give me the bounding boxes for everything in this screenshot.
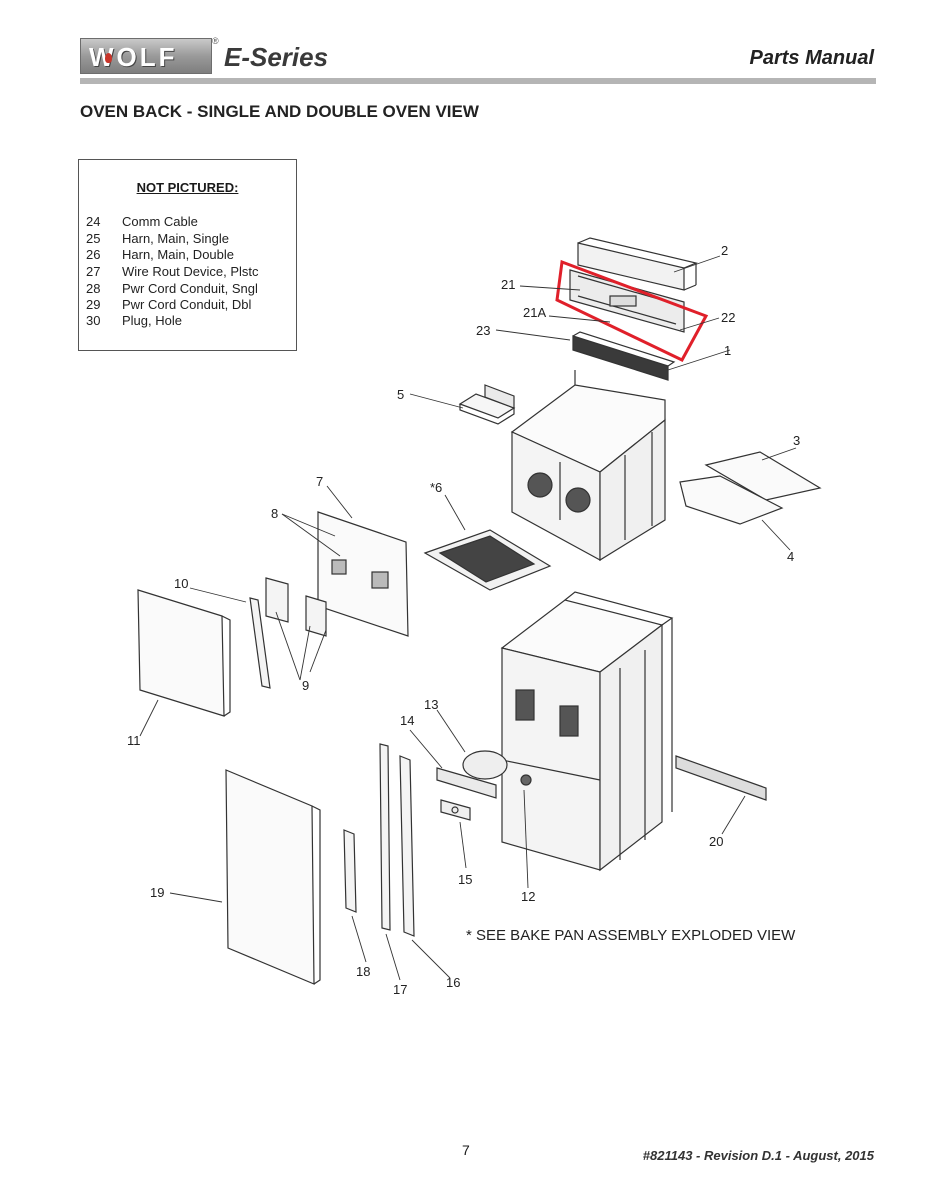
callout-9: 9 (302, 678, 310, 693)
part-1-vent (572, 331, 676, 381)
callout-4: 4 (787, 549, 795, 564)
page-title: OVEN BACK - SINGLE AND DOUBLE OVEN VIEW (80, 102, 479, 121)
header-rule (80, 78, 876, 84)
page-header: WOLF ® E-Series Parts Manual (0, 0, 926, 90)
part-18-strip (343, 829, 357, 913)
highlight-box (555, 259, 709, 362)
callout-15: 15 (458, 872, 473, 887)
part-4-panel (679, 475, 784, 525)
part-20-rail (675, 755, 767, 801)
part-19-panel (225, 769, 321, 985)
part-7-back-panel (317, 511, 409, 637)
wolf-logo: WOLF (80, 38, 212, 74)
part-6-bake-pan (423, 529, 552, 591)
callout-21: 21 (501, 277, 516, 292)
callout-11: 11 (127, 733, 141, 748)
callout-5: 5 (397, 387, 405, 402)
registered-mark: ® (212, 36, 219, 46)
footer-revision: #821143 - Revision D.1 - August, 2015 (642, 1148, 874, 1163)
callout-7: 7 (316, 474, 324, 489)
callout-21a: 21A (523, 305, 547, 320)
part-14-bracket (436, 767, 497, 799)
single-oven-body (510, 370, 666, 562)
doc-type: Parts Manual (749, 47, 874, 69)
callout-8: 8 (271, 506, 279, 521)
callout-10: 10 (174, 576, 189, 591)
part-13-blower (462, 750, 508, 780)
callout-6: *6 (430, 480, 443, 495)
callout-19: 19 (150, 885, 165, 900)
part-9-brackets (265, 577, 327, 637)
callout-16: 16 (446, 975, 461, 990)
part-5-box (458, 384, 516, 425)
callout-23: 23 (476, 323, 491, 338)
brand-name: WOLF (89, 42, 178, 72)
series-name: E-Series (224, 42, 329, 72)
callout-20: 20 (709, 834, 724, 849)
part-3-panel (704, 451, 822, 501)
double-oven-body (500, 591, 674, 872)
part-2-top-bracket (577, 237, 698, 291)
callout-18: 18 (356, 964, 371, 979)
part-10-strip (249, 597, 271, 689)
flame-icon (105, 53, 112, 63)
part-15-plate (440, 799, 471, 821)
part-17-strip (379, 743, 391, 931)
part-21-bracket (569, 269, 685, 333)
callout-12: 12 (521, 889, 536, 904)
part-16-strip (399, 755, 415, 937)
callout-2: 2 (721, 243, 729, 258)
callout-1: 1 (724, 343, 732, 358)
callout-14: 14 (400, 713, 415, 728)
page-number: 7 (462, 1142, 470, 1158)
callout-22: 22 (721, 310, 736, 325)
callout-17: 17 (393, 982, 408, 997)
callout-13: 13 (424, 697, 439, 712)
leader-lines (139, 255, 797, 981)
part-12-fitting (520, 774, 532, 786)
not-pictured-title: NOT PICTURED: (136, 180, 239, 195)
bake-pan-note: * SEE BAKE PAN ASSEMBLY EXPLODED VIEW (466, 927, 796, 944)
callout-3: 3 (793, 433, 801, 448)
part-11-panel (137, 589, 231, 717)
